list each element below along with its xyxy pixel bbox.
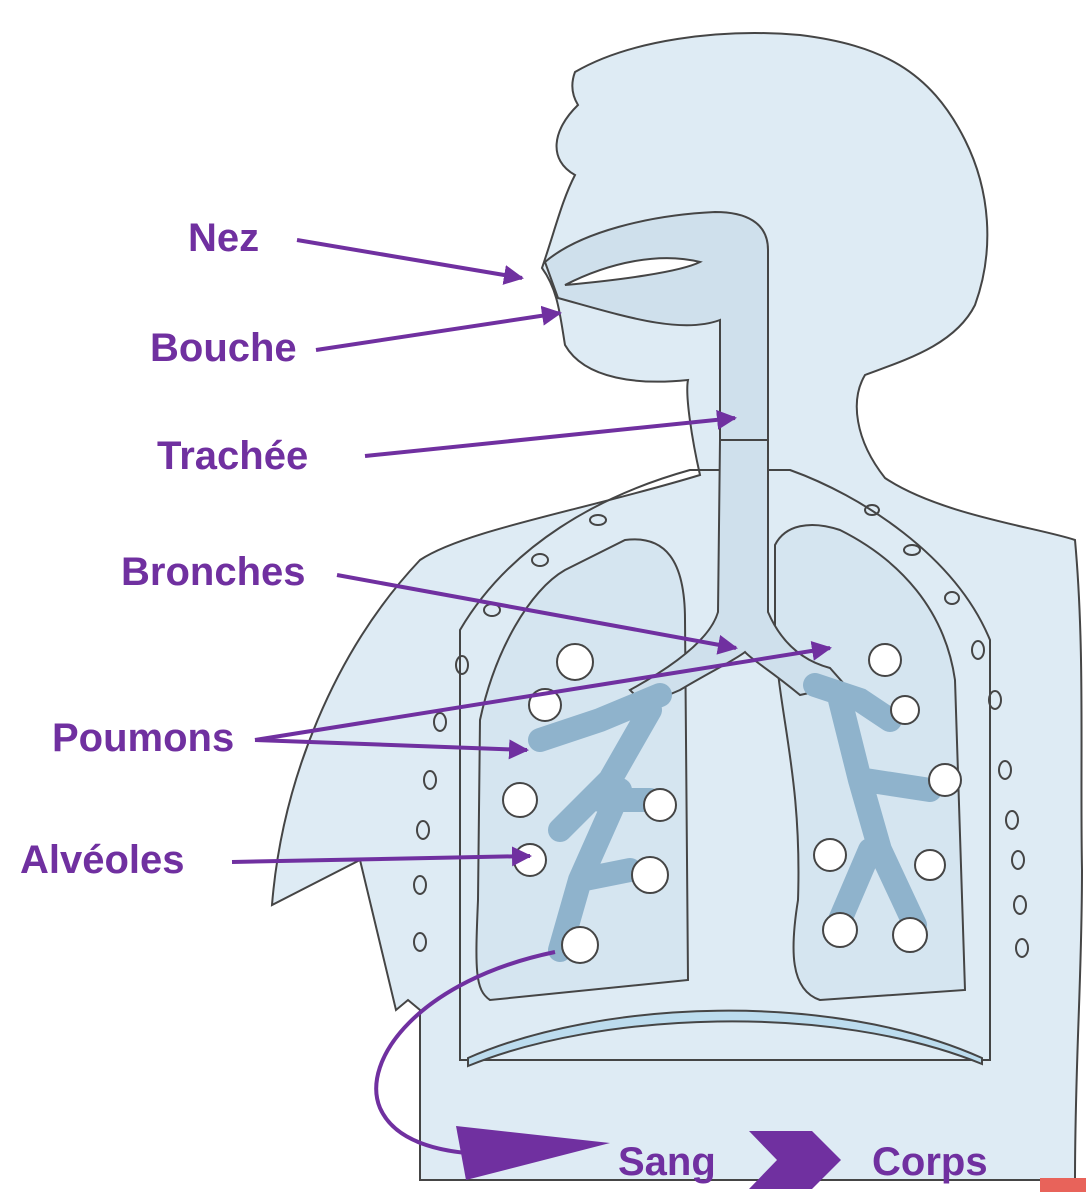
label-mouth: Bouche [150, 328, 297, 368]
label-alveoli: Alvéoles [20, 840, 185, 880]
label-nose: Nez [188, 218, 259, 258]
arrow-nose [297, 240, 522, 278]
label-bronchi: Bronches [121, 552, 306, 592]
label-lungs: Poumons [52, 718, 234, 758]
label-blood: Sang [618, 1142, 716, 1182]
arrow-trachea [365, 418, 735, 456]
corner-mark [1040, 1178, 1086, 1192]
label-trachea: Trachée [157, 436, 308, 476]
label-body: Corps [872, 1142, 988, 1182]
arrow-mouth [316, 313, 560, 350]
